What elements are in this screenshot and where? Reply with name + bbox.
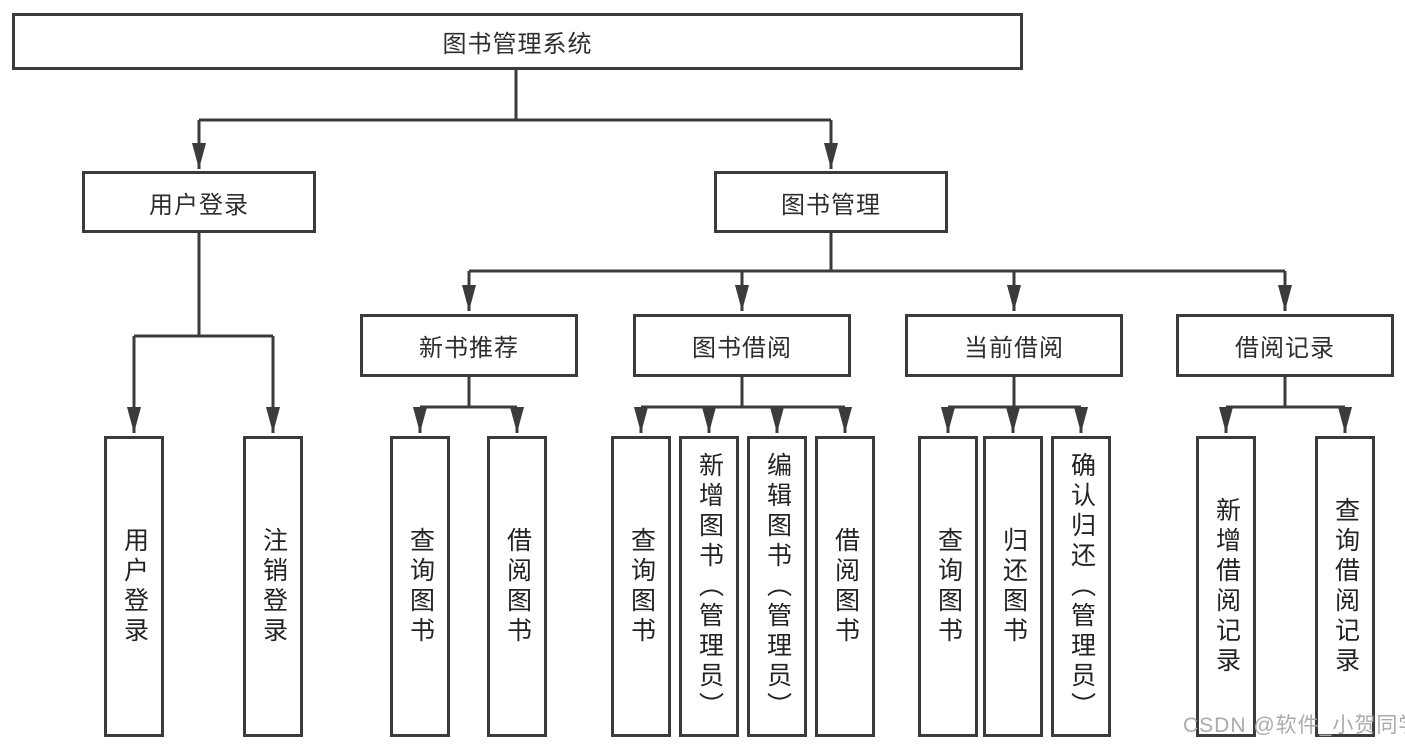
node-book-management-label: 图书管理 <box>781 191 881 219</box>
node-current-borrow-label: 当前借阅 <box>964 335 1064 362</box>
leaf-borrow-books-borrow-label: 借阅图书 <box>831 526 860 647</box>
node-borrow-records-label: 借阅记录 <box>1235 335 1335 362</box>
node-book-borrow-label: 图书借阅 <box>692 335 792 362</box>
node-borrow-records: 借阅记录 <box>1176 314 1394 377</box>
node-current-borrow: 当前借阅 <box>905 314 1123 377</box>
leaf-borrow-books-newbook-label: 借阅图书 <box>503 526 532 647</box>
connector-root-rail <box>199 70 831 122</box>
csdn-watermark: CSDN @软件_小贺同学 <box>1183 714 1405 737</box>
leaf-logout-label: 注销登录 <box>259 526 288 647</box>
leaf-query-books-current-label: 查询图书 <box>934 526 963 647</box>
connector-borrow-records-rail <box>1226 377 1345 409</box>
leaf-logout: 注销登录 <box>243 436 303 737</box>
leaf-edit-book-admin-label: 编辑图书（管理员） <box>763 451 792 722</box>
leaf-borrow-books-newbook: 借阅图书 <box>487 436 547 737</box>
leaf-confirm-return-admin: 确认归还（管理员） <box>1051 436 1111 737</box>
leaf-return-book: 归还图书 <box>983 436 1043 737</box>
connector-current-borrow-rail <box>948 377 1081 409</box>
leaf-borrow-books-borrow: 借阅图书 <box>815 436 875 737</box>
connector-new-book-rail <box>420 377 517 409</box>
node-new-book-recommend: 新书推荐 <box>360 314 578 377</box>
leaf-query-borrow-record: 查询借阅记录 <box>1315 436 1375 737</box>
leaf-add-borrow-record: 新增借阅记录 <box>1196 436 1256 737</box>
connector-book-management-rail <box>469 233 1285 273</box>
leaf-add-book-admin: 新增图书（管理员） <box>679 436 739 737</box>
node-new-book-recommend-label: 新书推荐 <box>419 335 519 362</box>
leaf-query-borrow-record-label: 查询借阅记录 <box>1331 496 1360 677</box>
leaf-query-books-borrow-label: 查询图书 <box>627 526 656 647</box>
node-book-borrow: 图书借阅 <box>633 314 851 377</box>
leaf-query-books-borrow: 查询图书 <box>611 436 671 737</box>
node-root: 图书管理系统 <box>12 13 1023 70</box>
node-book-management: 图书管理 <box>714 171 948 233</box>
node-user-login: 用户登录 <box>82 171 316 233</box>
leaf-add-book-admin-label: 新增图书（管理员） <box>695 451 724 722</box>
leaf-query-books-newbook: 查询图书 <box>390 436 450 737</box>
leaf-confirm-return-admin-label: 确认归还（管理员） <box>1067 451 1096 722</box>
node-root-label: 图书管理系统 <box>442 31 593 58</box>
leaf-user-login-label: 用户登录 <box>120 526 149 647</box>
leaf-user-login: 用户登录 <box>104 436 164 737</box>
leaf-add-borrow-record-label: 新增借阅记录 <box>1212 496 1241 677</box>
connector-user-login-rail <box>134 233 273 338</box>
node-user-login-label: 用户登录 <box>149 191 249 219</box>
leaf-edit-book-admin: 编辑图书（管理员） <box>747 436 807 737</box>
leaf-return-book-label: 归还图书 <box>999 526 1028 647</box>
leaf-query-books-newbook-label: 查询图书 <box>406 526 435 647</box>
connector-book-borrow-rail <box>641 377 845 409</box>
leaf-query-books-current: 查询图书 <box>918 436 978 737</box>
